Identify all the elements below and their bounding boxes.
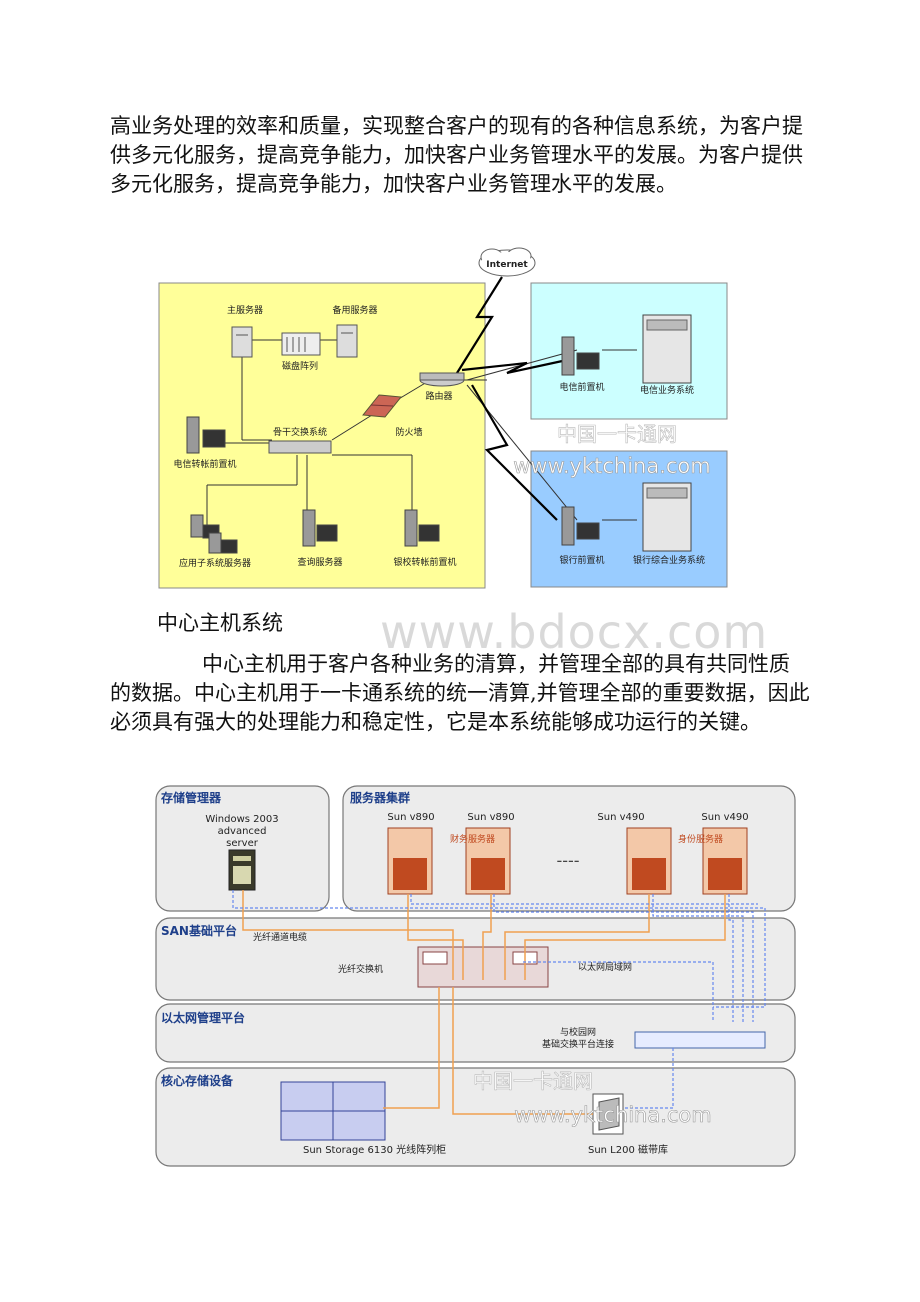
main-server-label: 主服务器: [227, 304, 263, 316]
sun-v890-label-2: Sun v890: [467, 812, 514, 823]
sun-storage-label: Sun Storage 6130 光线阵列柜: [303, 1143, 446, 1156]
host-architecture-diagram: 存储管理器 Windows 2003 advanced server 服务器集群…: [155, 785, 796, 1167]
network-topology-diagram: Internet 主服务器 备用服务器 磁盘阵列: [158, 247, 728, 589]
sun-v490-label-2: Sun v490: [701, 812, 748, 823]
telecom-transfer-front-icon: [186, 416, 226, 454]
diagram2-watermark-cn: 中国一卡通网: [473, 1069, 593, 1093]
section-heading: 中心主机系统: [157, 611, 283, 635]
core-storage-header: 核心存储设备: [161, 1073, 234, 1088]
query-server-icon: [302, 509, 338, 547]
ethernet-mgmt-header: 以太网管理平台: [161, 1010, 245, 1025]
telecom-front-label: 电信前置机: [559, 381, 604, 393]
tape-library-icon: [592, 1093, 624, 1135]
windows-line3: server: [226, 838, 259, 849]
telecom-front-icon: [561, 336, 600, 376]
storage-manager-header: 存储管理器: [160, 790, 222, 805]
firewall-label: 防火墙: [395, 426, 422, 438]
diagram1-watermark-cn: 中国一卡通网: [557, 422, 677, 446]
windows-line2: advanced: [218, 826, 267, 837]
telecom-business-server-icon: [642, 314, 692, 384]
campus-connection-line2: 基础交换平台连接: [542, 1038, 614, 1050]
bank-transfer-front-label: 银校转帐前置机: [393, 556, 456, 568]
backup-server-label: 备用服务器: [332, 304, 377, 316]
query-server-label: 查询服务器: [297, 556, 342, 568]
backup-server-icon: [336, 324, 358, 358]
app-subsystem-servers-label: 应用子系统服务器: [179, 557, 251, 569]
telecom-transfer-front-label: 电信转帐前置机: [173, 458, 236, 470]
diagram1-watermark-en: www.yktchina.com: [513, 454, 711, 478]
backbone-switch-label: 骨干交换系统: [273, 426, 327, 438]
campus-connection-line1: 与校园网: [560, 1026, 596, 1038]
ethernet-lan-label: 以太网局域网: [578, 961, 632, 973]
bank-transfer-front-icon: [404, 509, 440, 547]
disk-array-icon: [281, 332, 321, 356]
sun-v490-label-1: Sun v490: [597, 812, 644, 823]
diagram2-watermark-en: www.yktchina.com: [514, 1103, 712, 1127]
disk-array-label: 磁盘阵列: [282, 360, 318, 372]
host-paragraph: 中心主机用于客户各种业务的清算，并管理全部的具有共同性质的数据。中心主机用于一卡…: [110, 652, 810, 734]
main-server-icon: [231, 326, 253, 358]
router-icon: [419, 372, 465, 387]
ethernet-switch-icon: [634, 1031, 766, 1049]
bank-business-label: 银行综合业务系统: [633, 554, 705, 566]
identity-server-label: 身份服务器: [678, 833, 723, 845]
app-subsystem-servers-icon: [190, 514, 238, 554]
fiber-switch-label: 光纤交换机: [338, 963, 383, 975]
finance-server-label: 财务服务器: [450, 833, 495, 845]
windows-line1: Windows 2003: [205, 814, 278, 825]
sun-l200-label: Sun L200 磁带库: [588, 1143, 668, 1156]
fiber-cable-label: 光纤通道电缆: [253, 931, 307, 943]
bank-front-icon: [561, 506, 600, 546]
storage-array-icon: [280, 1081, 386, 1141]
bank-business-server-icon: [642, 482, 692, 552]
cluster-ellipsis: ----: [556, 851, 579, 870]
storage-manager-server-icon: [228, 849, 256, 891]
page-watermark: www.bdocx.com: [380, 605, 769, 659]
sun-v890-label-1: Sun v890: [387, 812, 434, 823]
backbone-switch-icon: [268, 440, 332, 454]
firewall-icon: [362, 394, 402, 418]
internet-cloud-icon: [478, 247, 536, 277]
server-cluster-header: 服务器集群: [350, 790, 410, 805]
telecom-business-label: 电信业务系统: [640, 384, 694, 396]
internet-label: Internet: [486, 260, 528, 270]
san-header: SAN基础平台: [161, 923, 237, 938]
bank-front-label: 银行前置机: [559, 554, 604, 566]
intro-paragraph: 高业务处理的效率和质量，实现整合客户的现有的各种信息系统，为客户提供多元化服务，…: [110, 114, 803, 196]
router-label: 路由器: [425, 390, 452, 402]
